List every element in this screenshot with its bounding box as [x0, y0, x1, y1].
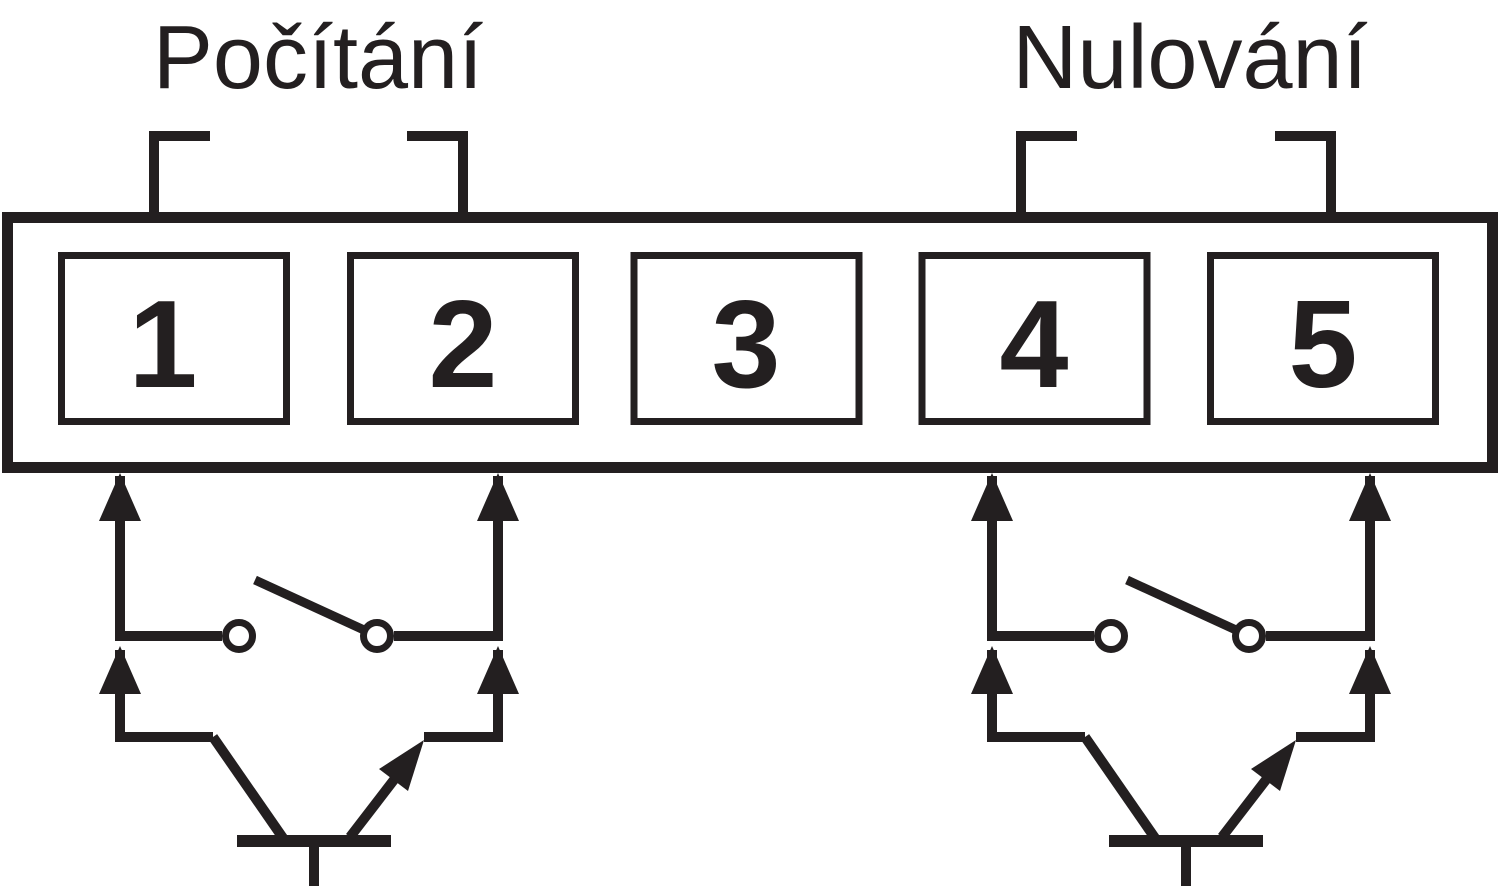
transistor-stage: [971, 646, 1391, 886]
npn-transistor-icon: [208, 734, 424, 886]
contact-dot-left: [1094, 619, 1128, 653]
terminal-number: 5: [1289, 276, 1358, 414]
reset-circuit: [971, 473, 1391, 886]
terminal-number: 3: [712, 276, 781, 414]
up-arrow-icon: [477, 473, 519, 521]
terminal-box-outline: [630, 252, 863, 425]
terminal-number: 1: [129, 276, 198, 414]
reset-bracket: [1016, 131, 1336, 218]
counting-label: Počítání: [153, 8, 483, 108]
terminal-box-4: 4: [918, 252, 1151, 425]
switch-contact-icon: [1094, 575, 1266, 653]
up-arrow-icon: [971, 473, 1013, 521]
wire-left: [987, 476, 1094, 641]
emitter-arrow-icon: [379, 740, 424, 791]
switch-contact-icon: [222, 575, 394, 653]
terminal-box-outline: [1207, 252, 1439, 425]
terminal-strip: 1 2 3 4 5: [2, 212, 1498, 473]
bracket-left-icon: [149, 131, 210, 218]
wire-right: [394, 476, 503, 641]
terminal-box-5: 5: [1207, 252, 1439, 425]
terminal-strip-outline: [2, 212, 1498, 473]
collector-line: [208, 734, 288, 841]
reset-label: Nulování: [1012, 8, 1367, 108]
wire-left: [115, 476, 222, 641]
terminal-box-1: 1: [58, 252, 290, 425]
wire-right: [1266, 476, 1375, 641]
switch-lever: [253, 575, 366, 635]
switch-lever: [1125, 575, 1238, 635]
bracket-left-icon: [1016, 131, 1077, 218]
switch-stage: [99, 473, 519, 653]
collector-line: [1080, 734, 1160, 841]
terminal-box-outline: [347, 252, 579, 425]
counting-bracket: [149, 131, 468, 218]
emitter-line: [346, 768, 404, 841]
up-arrow-icon: [99, 473, 141, 521]
contact-dot-right: [1232, 619, 1266, 653]
emitter-arrow-icon: [1251, 740, 1296, 791]
contact-dot-right: [360, 619, 394, 653]
up-arrow-icon: [477, 646, 519, 694]
up-arrow-icon: [1349, 646, 1391, 694]
emitter-line: [1218, 768, 1276, 841]
up-arrow-icon: [1349, 473, 1391, 521]
terminal-number: 2: [429, 276, 498, 414]
bracket-right-icon: [407, 131, 468, 218]
terminal-number: 4: [1000, 276, 1069, 414]
up-arrow-icon: [99, 646, 141, 694]
terminal-box-outline: [918, 252, 1151, 425]
terminal-box-outline: [58, 252, 290, 425]
bracket-right-icon: [1275, 131, 1336, 218]
up-arrow-icon: [971, 646, 1013, 694]
terminal-box-2: 2: [347, 252, 579, 425]
terminal-box-3: 3: [630, 252, 863, 425]
contact-dot-left: [222, 619, 256, 653]
switch-stage: [971, 473, 1391, 653]
transistor-stage: [99, 646, 519, 886]
counting-circuit: [99, 473, 519, 886]
npn-transistor-icon: [1080, 734, 1296, 886]
